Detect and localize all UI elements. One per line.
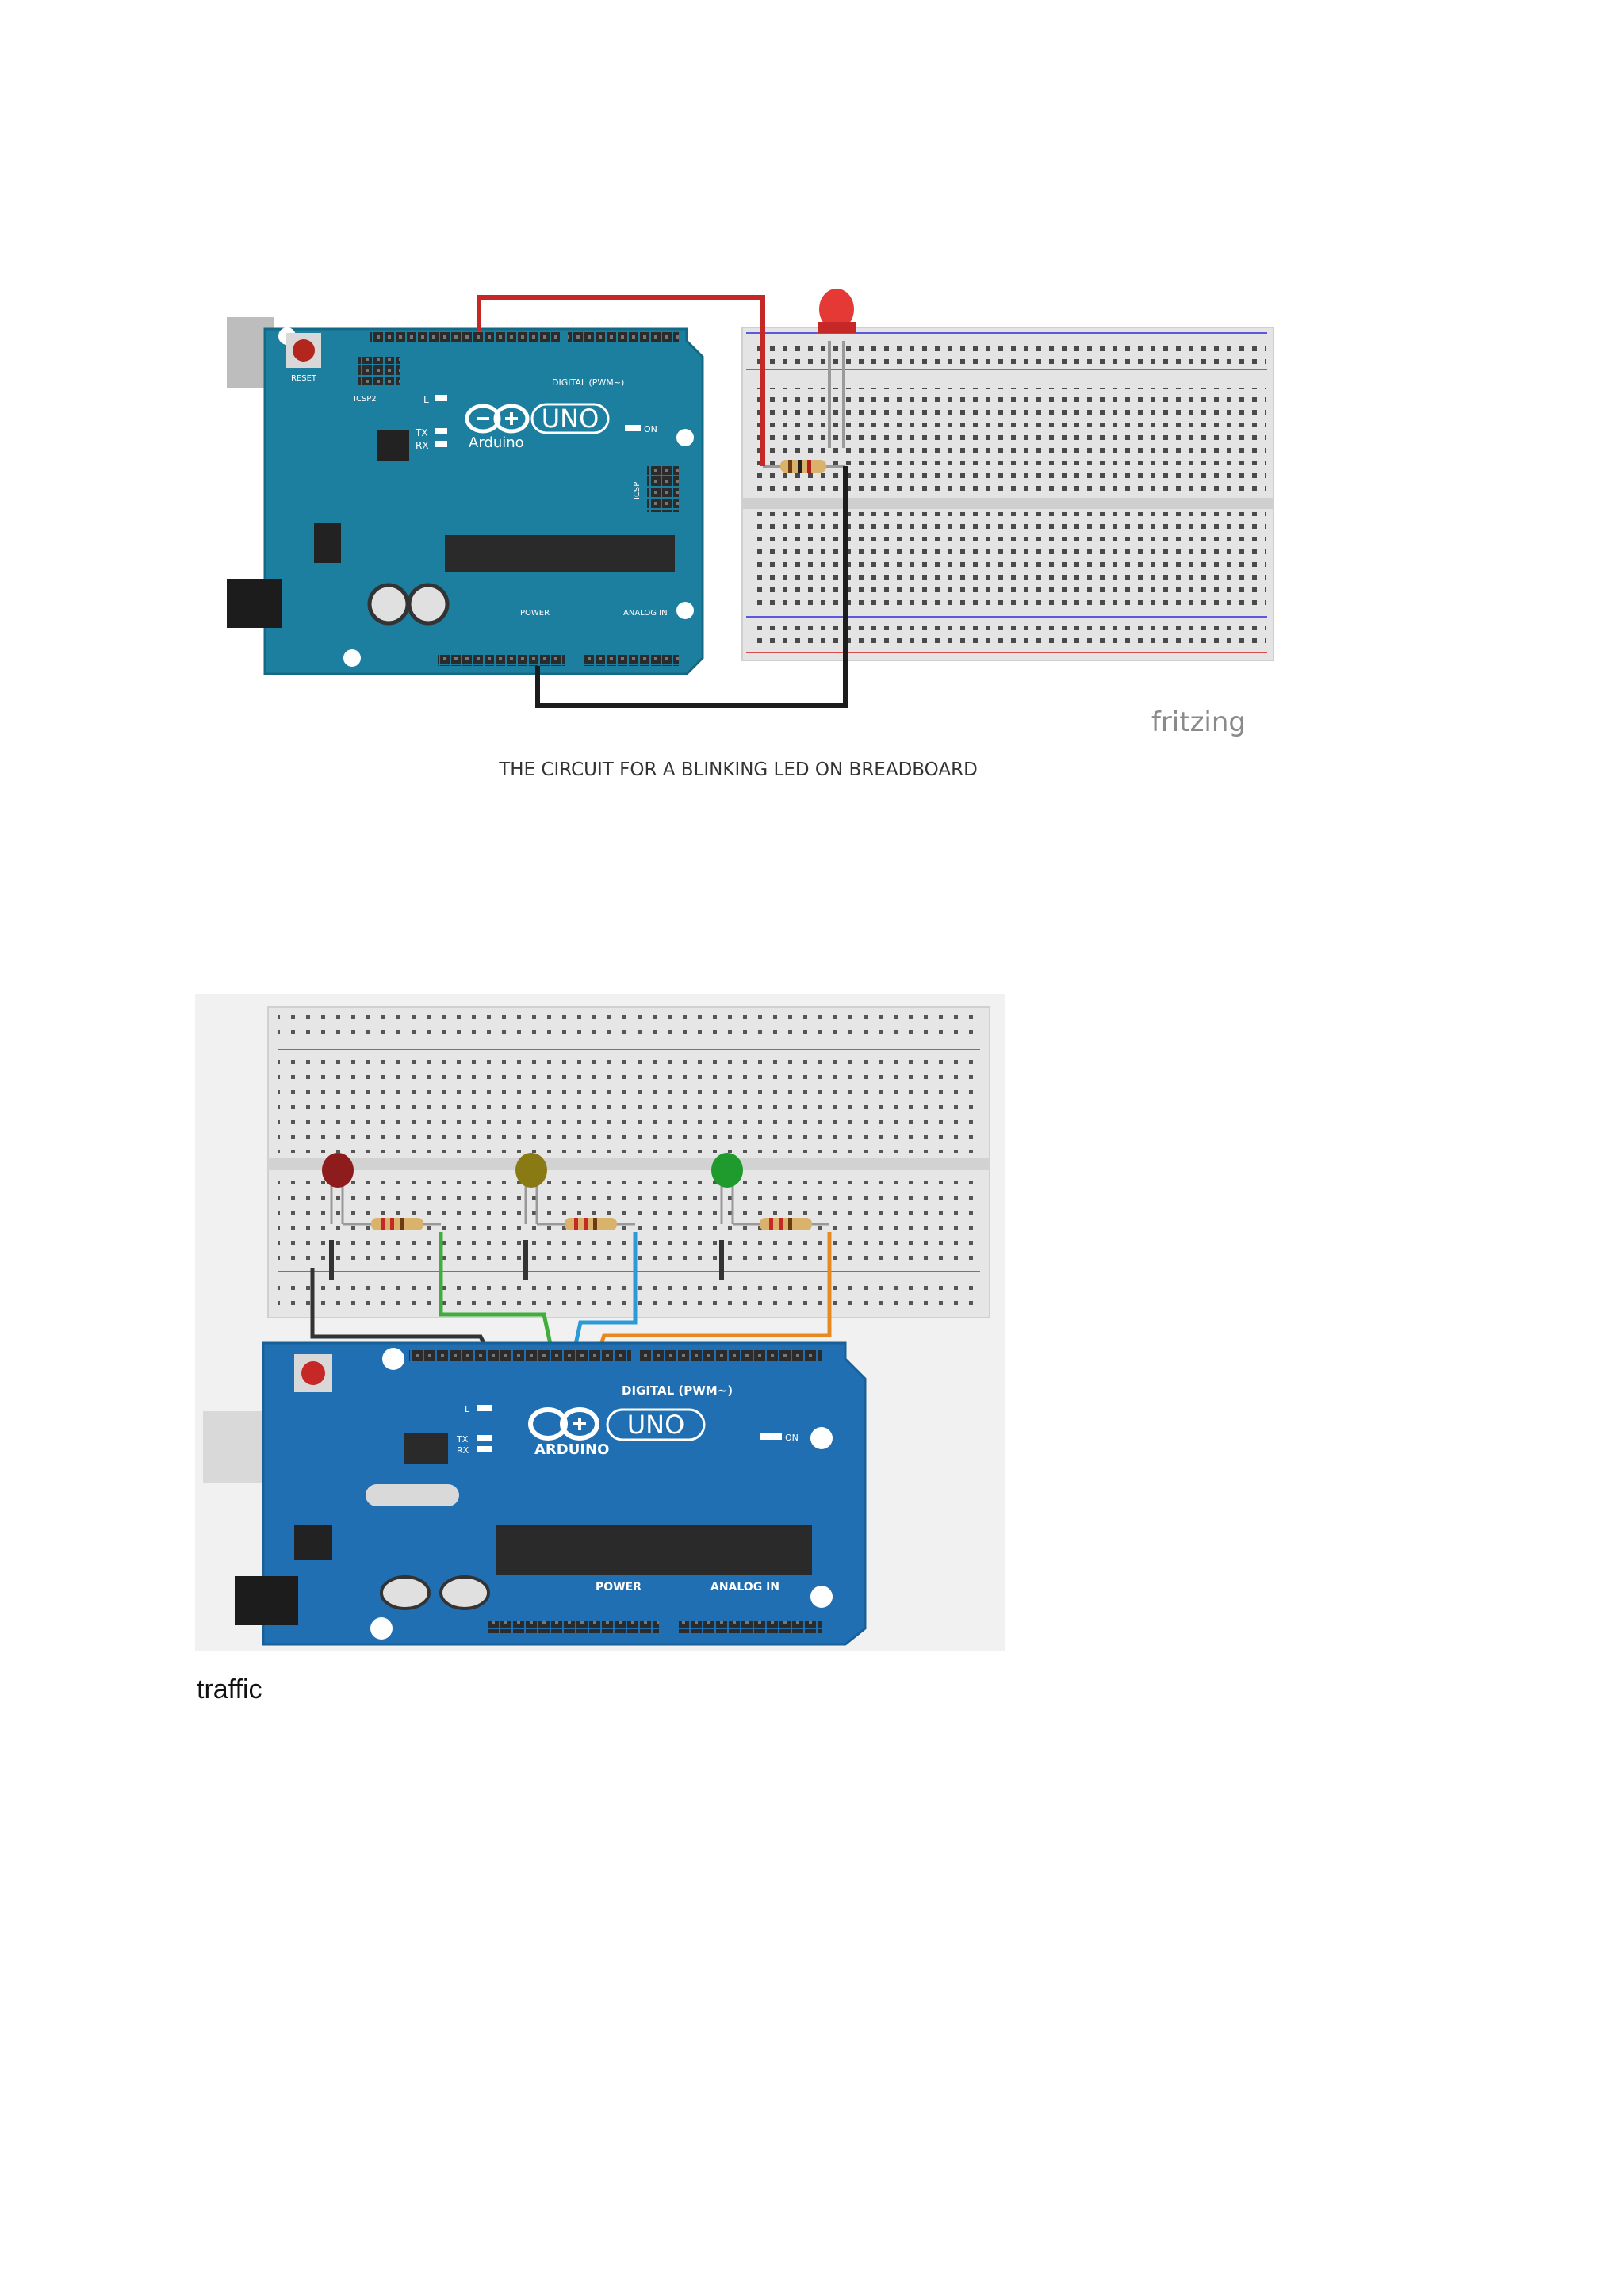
reset-label: RESET: [291, 374, 317, 383]
led-tx-label: TX: [456, 1434, 469, 1445]
breadboard: [741, 327, 1274, 661]
resistor: [763, 460, 845, 473]
usb-chip: [404, 1433, 448, 1464]
black-wire: [535, 466, 848, 708]
crystal: [366, 1484, 459, 1506]
voltage-regulator: [294, 1525, 332, 1560]
traffic-light-circuit-figure: DIGITAL (PWM~) UNO ARDUINO L TX RX ON PO…: [195, 994, 1005, 1651]
digital-header-right: [568, 331, 679, 342]
digital-label: DIGITAL (PWM~): [552, 377, 624, 388]
capacitor-1: [380, 1575, 431, 1610]
board-model-label: UNO: [542, 404, 599, 434]
capacitor-1: [367, 583, 410, 626]
analog-label: ANALOG IN: [710, 1581, 779, 1594]
traffic-caption: traffic: [197, 1674, 262, 1705]
green-led: [711, 1153, 743, 1224]
led-rx-label: RX: [416, 440, 429, 451]
on-led-label: ON: [644, 424, 657, 434]
led-rx-label: RX: [457, 1445, 469, 1456]
power-jack: [235, 1576, 298, 1625]
on-led-label: ON: [785, 1433, 799, 1443]
led-tx-label: TX: [415, 427, 428, 438]
analog-label: ANALOG IN: [623, 609, 668, 618]
yellow-led: [515, 1153, 547, 1224]
red-wire: [477, 295, 765, 466]
resistor-1: [343, 1218, 441, 1230]
resistor-3: [733, 1218, 829, 1230]
analog-header: [679, 1621, 822, 1633]
power-label: POWER: [596, 1581, 642, 1594]
red-led: [322, 1153, 354, 1224]
power-label: POWER: [520, 609, 550, 618]
power-header: [438, 655, 565, 666]
led-l-label: L: [465, 1404, 470, 1414]
fritzing-watermark: fritzing: [1151, 706, 1246, 738]
green-wire: [439, 1232, 556, 1360]
breadboard: [267, 1006, 990, 1318]
icsp2-label: ICSP2: [354, 395, 377, 404]
figure1-caption: THE CIRCUIT FOR A BLINKING LED ON BREADB…: [498, 760, 978, 780]
capacitor-2: [439, 1575, 490, 1610]
resistor-2: [537, 1218, 635, 1230]
icsp-header: [647, 466, 679, 512]
microcontroller-chip: [496, 1525, 812, 1575]
blink-circuit-figure: RESET ICSP2 DIGITAL (PWM~) UNO Arduino L…: [195, 254, 1281, 789]
board-brand-label: ARDUINO: [534, 1441, 609, 1458]
board-model-label: UNO: [627, 1410, 685, 1440]
digital-label: DIGITAL (PWM~): [622, 1383, 733, 1398]
digital-header-left: [370, 331, 560, 342]
voltage-regulator: [314, 523, 341, 563]
analog-header: [584, 655, 679, 666]
power-header: [488, 1621, 659, 1633]
power-jack: [227, 579, 282, 628]
blue-wire: [570, 1232, 638, 1360]
icsp-label: ICSP: [633, 482, 642, 499]
digital-header-right: [639, 1349, 822, 1362]
usb-chip: [377, 430, 409, 461]
arduino-logo: UNO Arduino: [465, 403, 610, 451]
digital-header-left: [409, 1349, 631, 1362]
led-l-label: L: [423, 394, 429, 405]
capacitor-2: [407, 583, 450, 626]
red-led: [818, 289, 856, 448]
board-brand-label: Arduino: [469, 434, 524, 451]
arduino-uno-board: RESET ICSP2 DIGITAL (PWM~) UNO Arduino L…: [227, 317, 704, 675]
arduino-uno-board: DIGITAL (PWM~) UNO ARDUINO L TX RX ON PO…: [203, 1341, 867, 1646]
arduino-logo: UNO ARDUINO: [528, 1407, 706, 1458]
microcontroller-chip: [445, 535, 675, 572]
